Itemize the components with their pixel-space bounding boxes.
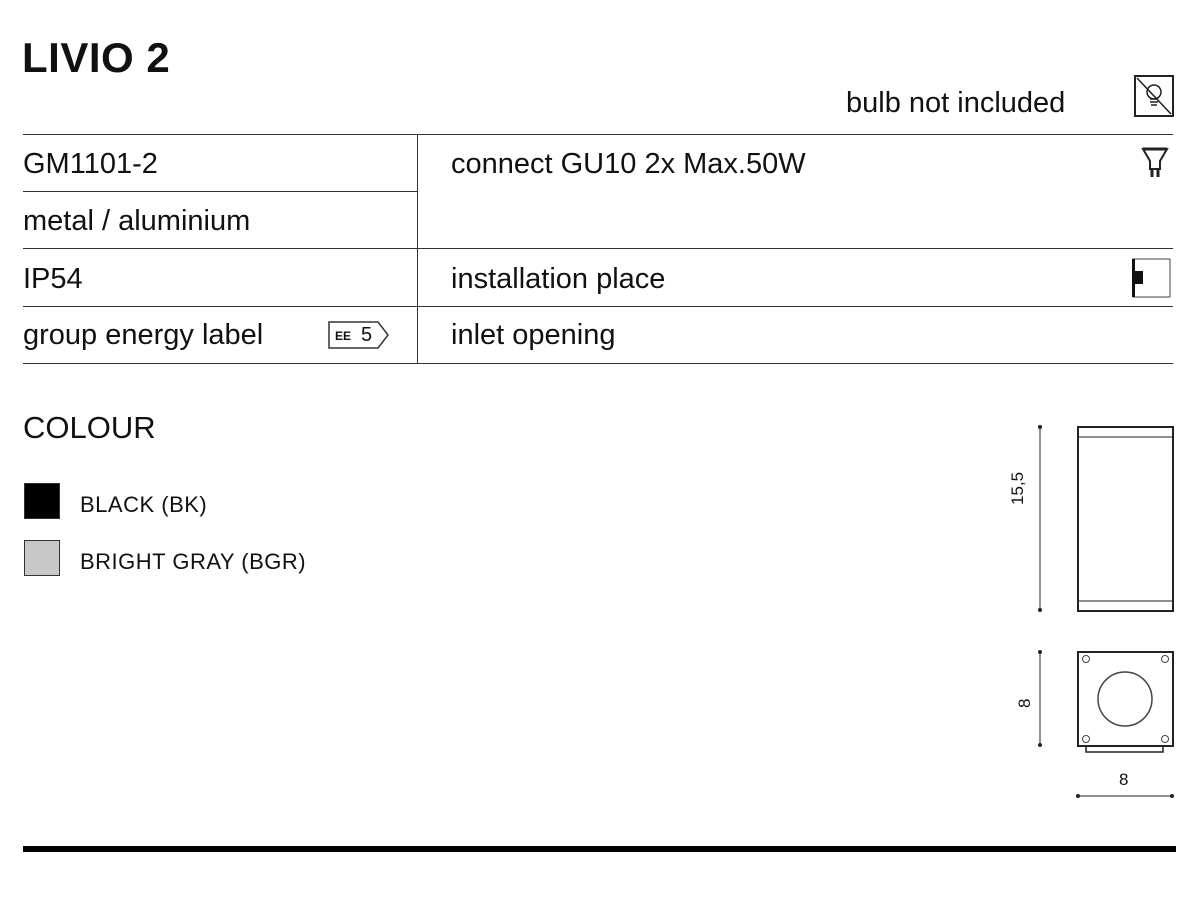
energy-badge-value: 5	[361, 324, 373, 346]
colour-option-label: BRIGHT GRAY (BGR)	[80, 549, 307, 574]
width-dimension: 8	[1119, 770, 1129, 789]
black-swatch	[24, 483, 60, 519]
material: metal / aluminium	[23, 205, 251, 237]
height-dimension: 15,5	[1008, 471, 1027, 505]
product-title: LIVIO 2	[22, 34, 171, 81]
connect-spec: connect GU10 2x Max.50W	[451, 148, 806, 180]
energy-badge-arrow-icon	[328, 321, 389, 349]
bulb-note: bulb not included	[846, 87, 1066, 119]
energy-badge-prefix: EE	[335, 329, 352, 343]
dimension-drawing	[1038, 425, 1174, 798]
colour-option-label: BLACK (BK)	[80, 492, 208, 517]
bright-gray-swatch	[24, 540, 60, 576]
installation-place: installation place	[451, 263, 666, 295]
colour-heading: COLOUR	[23, 410, 156, 445]
depth-dimension: 8	[1015, 698, 1034, 708]
product-code: GM1101-2	[23, 148, 158, 180]
footer-rule	[23, 846, 1176, 852]
energy-badge: EE 5	[328, 321, 390, 349]
bulb-not-included-icon	[1134, 75, 1174, 117]
energy-label-text: group energy label	[23, 319, 264, 351]
wall-mount-icon	[1132, 258, 1171, 298]
ip-rating: IP54	[23, 263, 83, 295]
gu10-bulb-icon	[1141, 147, 1169, 177]
inlet-opening: inlet opening	[451, 319, 616, 351]
